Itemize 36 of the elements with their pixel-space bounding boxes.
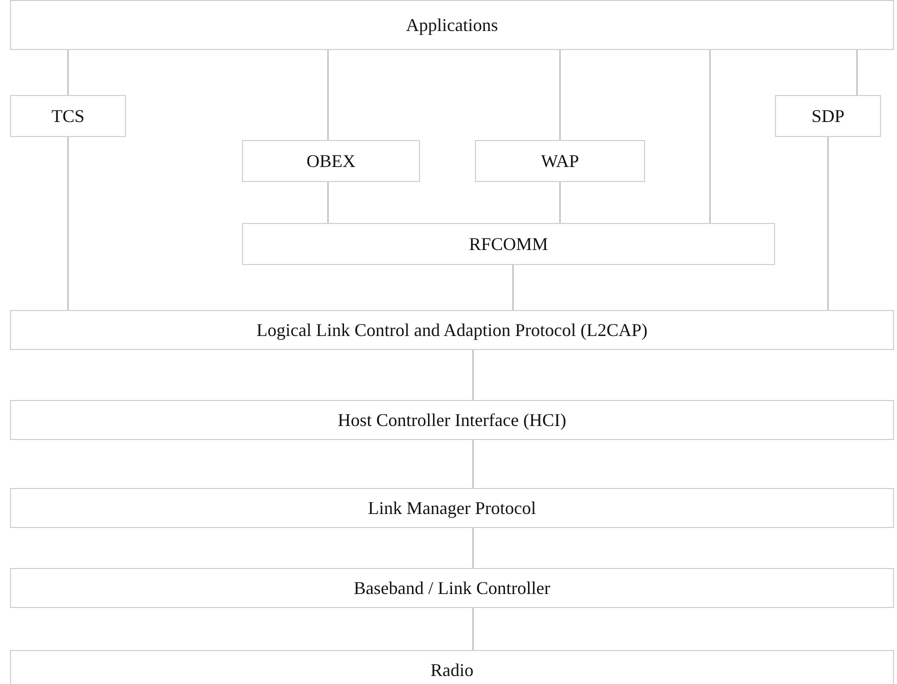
layer-label: Applications — [406, 14, 498, 36]
layer-label: WAP — [540, 150, 579, 172]
layer-label: Radio — [430, 660, 474, 680]
protocol-layer-box — [10, 488, 894, 528]
protocol-layer-box — [475, 140, 645, 182]
connector-line — [856, 50, 858, 95]
connector-line — [67, 50, 69, 95]
protocol-layer-box — [242, 223, 775, 265]
layer-label: RFCOMM — [468, 234, 548, 254]
connector-line — [67, 137, 69, 310]
protocol-layer-box — [10, 568, 894, 608]
connector-line — [472, 608, 474, 650]
layer-label: TCS — [51, 106, 84, 126]
protocol-layer-box — [10, 400, 894, 440]
connector-line — [472, 528, 474, 568]
connector-line — [472, 350, 474, 400]
connector-line — [327, 50, 329, 140]
connector-line — [472, 440, 474, 488]
connector-line — [512, 265, 514, 310]
protocol-layer-box — [242, 140, 420, 182]
connector-line — [327, 182, 329, 223]
layer-label: Host Controller Interface (HCI) — [338, 410, 566, 430]
protocol-layer-box — [10, 0, 894, 50]
connector-line — [827, 137, 829, 310]
layer-label: OBEX — [306, 150, 356, 172]
protocol-layer-box — [10, 310, 894, 350]
protocol-layer-box — [775, 95, 881, 137]
protocol-layer-box — [10, 95, 126, 137]
connector-line — [559, 182, 561, 223]
connector-line — [559, 50, 561, 140]
protocol-layer-box — [10, 650, 894, 684]
connector-line — [709, 50, 711, 223]
layer-label: SDP — [811, 106, 845, 126]
layer-label: Link Manager Protocol — [368, 498, 536, 518]
layer-label: Baseband / Link Controller — [354, 578, 550, 598]
layer-label: Logical Link Control and Adaption Protocol (L2CAP) — [256, 320, 648, 340]
